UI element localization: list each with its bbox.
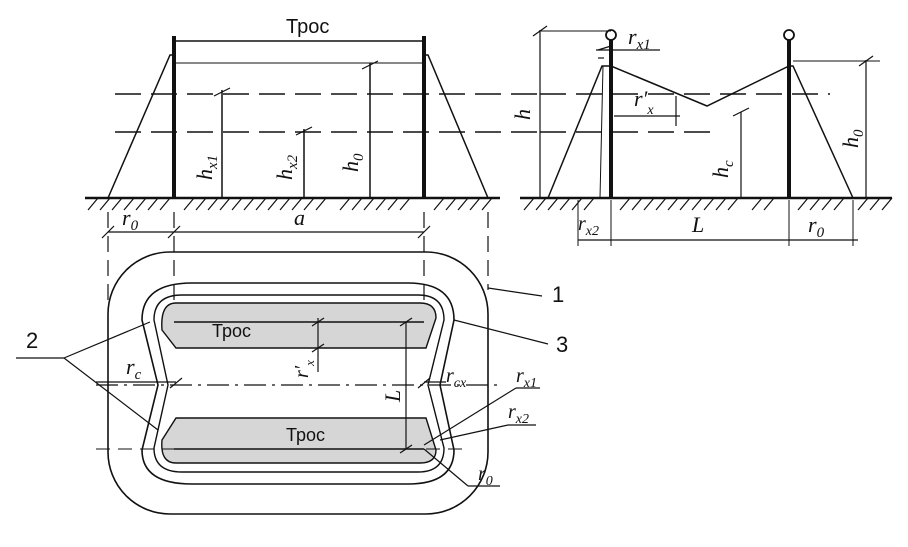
plan-view: Трос Трос L r′x rc rcx rx1 rx2 r0 [16, 212, 568, 515]
label-r0-right: r0 [808, 212, 825, 241]
mast-1-tip [605, 29, 617, 41]
ground-hatching-right [523, 197, 893, 211]
cable-zone-bottom [161, 417, 437, 464]
cable-label-plan-bottom: Трос [286, 425, 325, 445]
callout-3: 3 [556, 332, 568, 357]
label-r0-left: r0 [122, 205, 139, 234]
zone-outline-left [107, 54, 174, 199]
label-L-top: L [691, 212, 704, 237]
label-hc: hc [708, 160, 737, 178]
ground-hatching-left [87, 197, 493, 211]
callout-1: 1 [552, 282, 564, 307]
right-elevation-view: h rx1 r′x hc h0 rx2 L r0 [510, 24, 893, 246]
cable-label-plan-top: Трос [212, 321, 251, 341]
label-hx1: hx1 [192, 155, 221, 180]
label-rx-prime-plan: r′x [291, 360, 317, 378]
cable-zone-top [161, 302, 437, 349]
label-rx1-top: rx1 [628, 24, 651, 53]
zone-middle [141, 282, 455, 485]
zone-inner-rx2 [153, 294, 445, 473]
cable-label-top: Трос [286, 16, 329, 38]
zone-outer-rx1 [107, 251, 489, 515]
label-rc: rc [126, 354, 142, 383]
label-hx2: hx2 [272, 154, 301, 180]
label-rx2-top: rx2 [578, 213, 599, 239]
label-h0-right: h0 [838, 129, 867, 148]
label-rcx: rcx [446, 365, 467, 391]
label-L-plan: L [380, 390, 405, 403]
mast-2-tip [783, 29, 795, 41]
label-h0-left: h0 [338, 153, 367, 172]
label-h: h [510, 109, 535, 120]
label-rx2-plan: rx2 [508, 401, 529, 427]
label-rx-prime-top: r′x [634, 86, 654, 118]
label-rx1-plan: rx1 [516, 365, 537, 391]
label-r0-plan: r0 [478, 463, 493, 489]
left-elevation-view: Трос hx1 hx2 h0 r0 a [85, 16, 540, 239]
callout-2: 2 [26, 328, 38, 353]
zone-outline-right [547, 65, 854, 199]
label-a: a [294, 205, 305, 230]
